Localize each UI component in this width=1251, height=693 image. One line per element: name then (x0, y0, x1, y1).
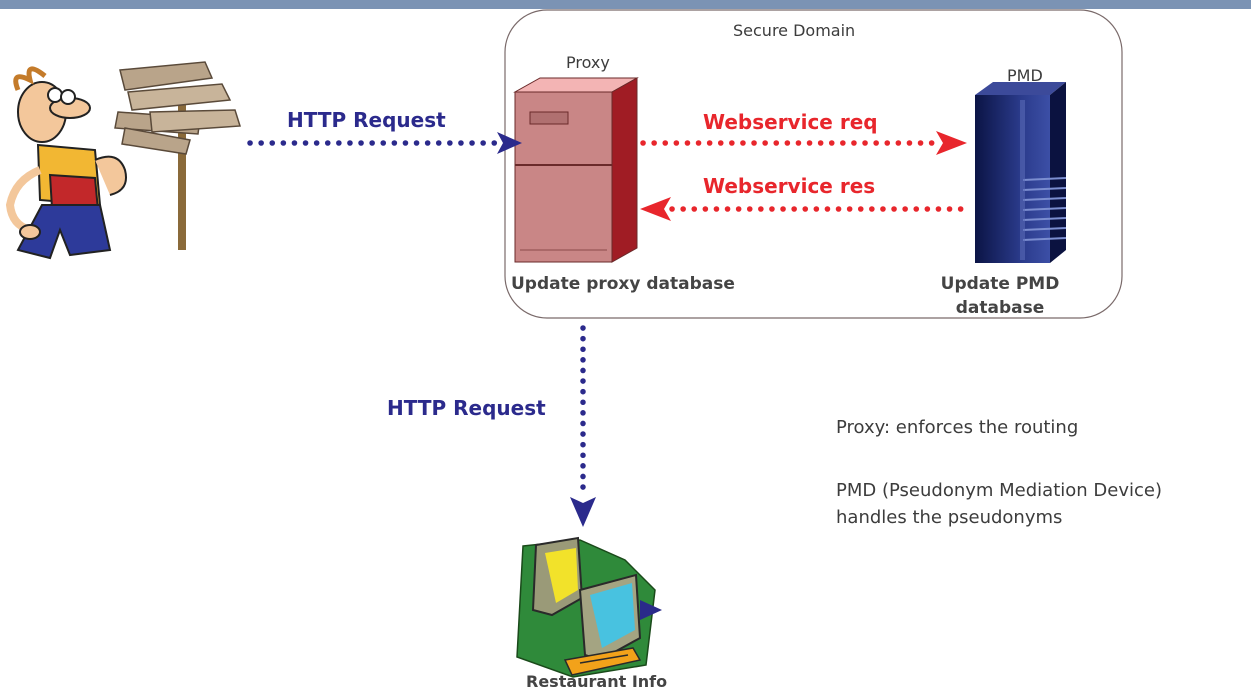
arrow-proxy-to-restaurant (570, 325, 596, 527)
pmd-caption-line2: database (955, 298, 1045, 318)
arrow-proxy-to-pmd (640, 131, 967, 155)
http-request-label-bottom: HTTP Request (387, 396, 546, 420)
pmd-title: PMD (1007, 66, 1043, 85)
pmd-server-tower-icon (975, 82, 1067, 263)
proxy-title: Proxy (566, 53, 610, 72)
restaurant-info-caption: Restaurant Info (526, 672, 668, 691)
proxy-caption: Update proxy database (511, 274, 735, 294)
secure-domain-label: Secure Domain (733, 21, 856, 40)
proxy-note: Proxy: enforces the routing (836, 417, 1079, 438)
arrow-user-to-proxy (247, 132, 522, 154)
header-bar (0, 0, 1251, 9)
confused-man-signpost-icon (5, 61, 241, 260)
computer-icon (516, 536, 662, 678)
webservice-req-label: Webservice req (703, 110, 878, 134)
proxy-server-icon (513, 77, 639, 263)
webservice-res-label: Webservice res (703, 174, 876, 198)
arrow-pmd-to-proxy (640, 197, 973, 221)
http-request-label-top: HTTP Request (287, 108, 446, 132)
pmd-note-line1: PMD (Pseudonym Mediation Device) (836, 480, 1162, 501)
pmd-caption-line1: Update PMD (940, 274, 1060, 294)
secure-domain-boundary (504, 9, 1123, 319)
pmd-note-line2: handles the pseudonyms (836, 507, 1063, 528)
